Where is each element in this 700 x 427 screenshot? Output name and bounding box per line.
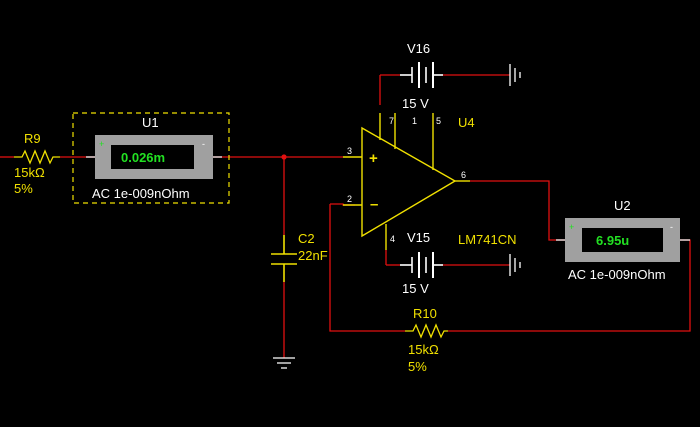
meter-u1[interactable] [72,112,230,204]
u1-reading: 0.026m [121,150,165,165]
u4-plus-sign: + [369,150,378,167]
u4-part: LM741CN [458,232,517,247]
r10-tolerance: 5% [408,359,427,374]
u1-plus: + [99,139,104,149]
ground-v15-icon [509,254,521,276]
v15-ref: V15 [407,230,430,245]
c2-ref: C2 [298,231,315,246]
r9-ref: R9 [24,131,41,146]
ground-v16-icon [509,64,521,86]
u4-minus-sign: – [370,196,378,213]
u1-selection-box [72,112,230,204]
u4-ref: U4 [458,115,475,130]
wire-feedback-left [329,204,405,332]
v15-value: 15 V [402,281,429,296]
v16-value: 15 V [402,96,429,111]
resistor-r10[interactable] [405,323,448,339]
u1-minus: - [202,139,205,149]
pin-3: 3 [347,146,352,156]
ground-icon [273,357,295,369]
pin-4: 4 [390,234,395,244]
pin-6: 6 [461,170,466,180]
u2-plus: + [569,222,574,232]
junction-dot [281,154,287,160]
opamp-triangle [361,126,457,238]
r10-value: 15kΩ [408,342,439,357]
battery-v16[interactable] [400,62,443,88]
u2-minus: - [670,222,673,232]
u1-ref: U1 [142,115,159,130]
u1-display [111,145,194,169]
capacitor-c2[interactable] [271,235,297,282]
opamp-u4[interactable] [343,113,470,250]
pin-5: 5 [436,116,441,126]
r9-tolerance: 5% [14,181,33,196]
wires [0,74,691,358]
c2-value: 22nF [298,248,328,263]
u2-ref: U2 [614,198,631,213]
v16-ref: V16 [407,41,430,56]
u1-mode: AC 1e-009nOhm [92,186,190,201]
u2-mode: AC 1e-009nOhm [568,267,666,282]
r10-ref: R10 [413,306,437,321]
pin-7: 7 [389,116,394,126]
u2-reading: 6.95u [596,233,629,248]
pin-2: 2 [347,194,352,204]
battery-v15[interactable] [400,252,443,278]
r9-value: 15kΩ [14,165,45,180]
pin-1: 1 [412,116,417,126]
u2-display [582,228,663,252]
meter-u2[interactable] [556,218,690,262]
resistor-r9[interactable] [14,149,60,165]
